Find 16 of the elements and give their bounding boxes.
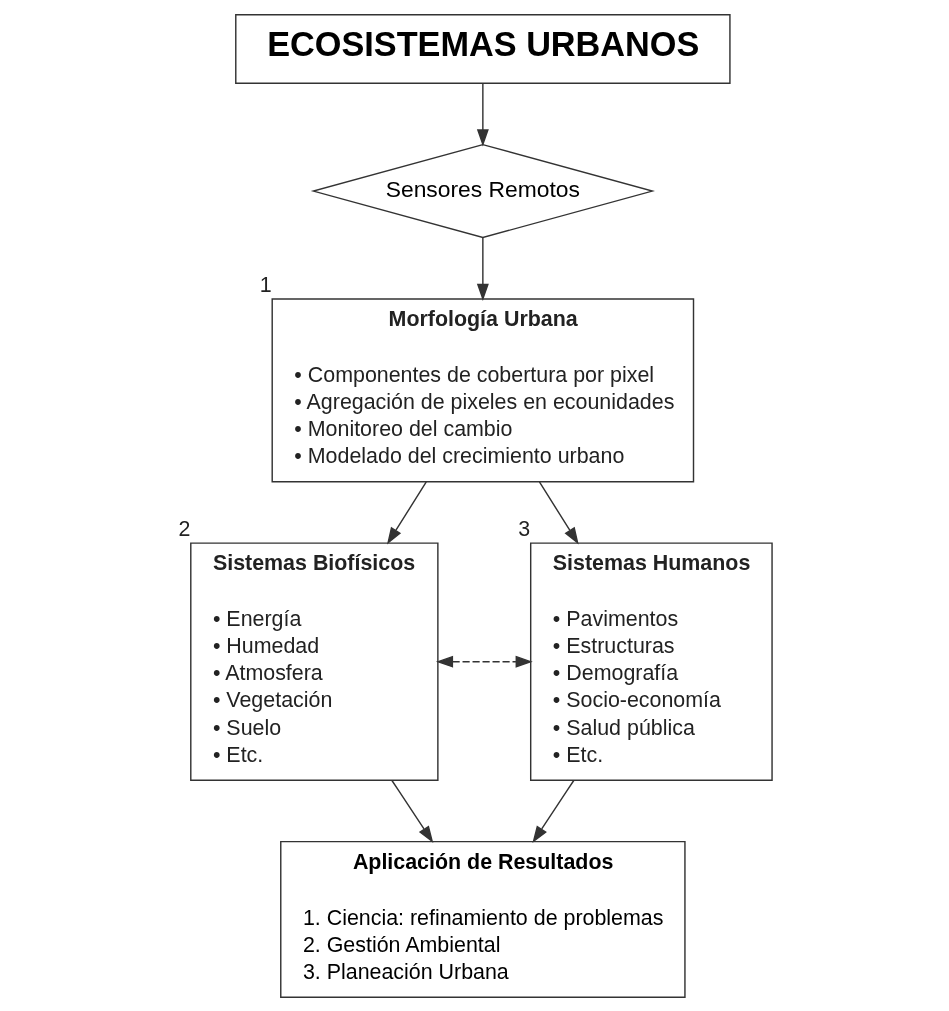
node-box: Sistemas Humanos • Pavimentos • Estructuras • Demografía • Socio-economía • Salud pública • Etc. [529, 541, 773, 781]
arrow [390, 779, 433, 843]
arrow [476, 82, 489, 146]
arrow [476, 236, 489, 301]
arrow [386, 480, 427, 544]
node-label: 3 [517, 516, 530, 541]
node-box: Morfología Urbana • Componentes de cobertura por pixel • Agregación de pixeles en ecounidades • Monitoreo del cambio • Modelado del crecimiento urbano [271, 297, 694, 482]
node-label: 2 [177, 516, 190, 541]
node-box: Aplicación de Resultados 1. Ciencia: refinamiento de problemas 2. Gestión Ambiental 3. Planeación Urbana [279, 840, 686, 998]
node-diamond: Sensores Remotos [310, 143, 655, 238]
node-label: 1 [259, 272, 272, 297]
arrow [531, 779, 574, 843]
node-box: Sistemas Biofísicos • Energía • Humedad • Atmosfera • Vegetación • Suelo • Etc. [189, 541, 439, 781]
arrow [538, 480, 579, 544]
arrow [435, 655, 533, 668]
node-box: ECOSISTEMAS URBANOS [234, 13, 731, 84]
